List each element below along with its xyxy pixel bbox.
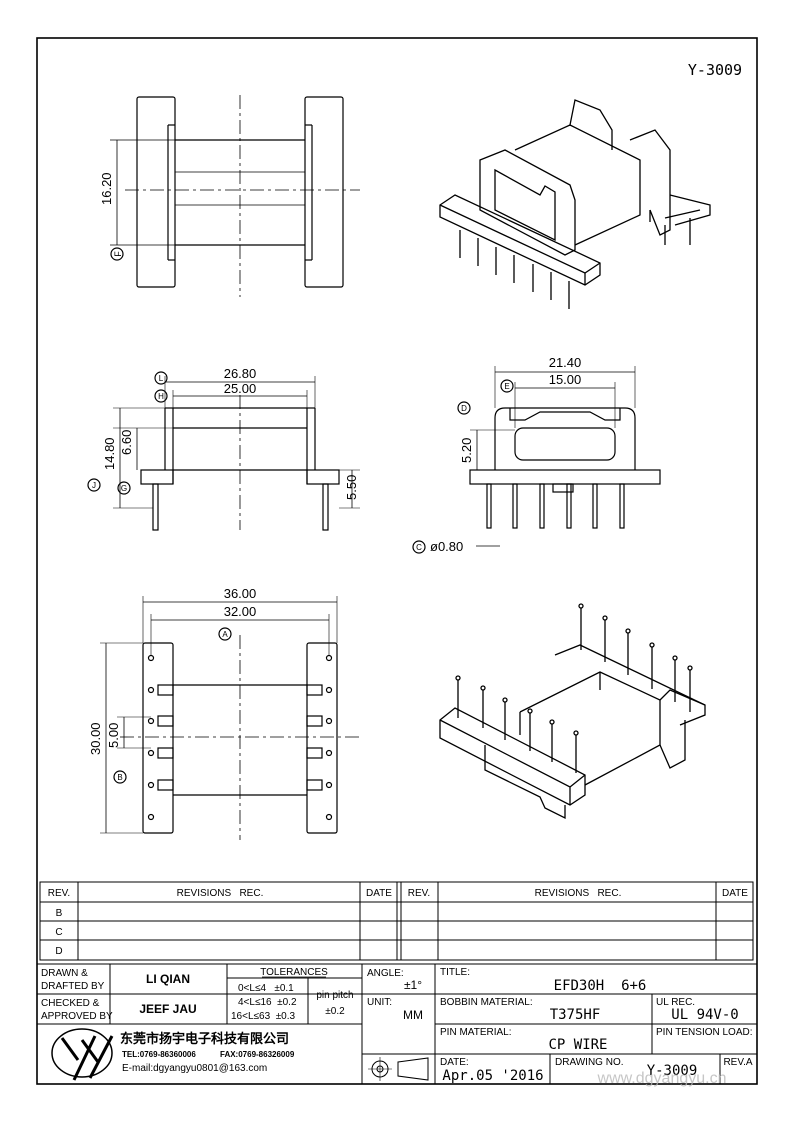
side-view — [412, 366, 661, 554]
callout-f-circle — [110, 247, 124, 261]
title-label: TITLE: — [440, 967, 470, 978]
company-email: E-mail:dgyangyu0801@163.com — [122, 1063, 267, 1074]
callout-c: C — [416, 543, 422, 552]
callout-h: H — [158, 392, 164, 401]
date-header-left: DATE — [366, 888, 392, 899]
date-label: DATE: — [440, 1057, 469, 1068]
bobbin-material-label: BOBBIN MATERIAL: — [440, 997, 533, 1008]
isometric-view-bottom — [439, 603, 706, 820]
company-name: 东莞市扬宇电子科技有限公司 — [120, 1031, 289, 1046]
drawing-no-value: Y-3009 — [647, 1063, 698, 1079]
checked-label-1: CHECKED & — [41, 998, 100, 1009]
company-logo-icon — [51, 1028, 114, 1081]
dim-26-80: 26.80 — [224, 366, 257, 381]
rev-row-c: C — [55, 927, 62, 938]
unit-value: MM — [403, 1008, 423, 1022]
rec-header-left: REVISIONS REC. — [177, 888, 264, 899]
callout-j: J — [92, 481, 96, 490]
dim-14-80: 14.80 — [102, 437, 117, 470]
projection-symbol-icon — [368, 1057, 429, 1081]
pin-material-value: CP WIRE — [548, 1037, 607, 1053]
dim-5-50: 5.50 — [344, 475, 359, 500]
callout-b: B — [117, 773, 122, 782]
unit-label: UNIT: — [367, 997, 392, 1008]
date-header-right: DATE — [722, 888, 748, 899]
angle-value: ±1° — [404, 978, 422, 992]
isometric-view-top — [439, 99, 711, 309]
pin-tension-label: PIN TENSION LOAD: — [656, 1027, 753, 1038]
drawing-no-label: DRAWING NO. — [555, 1057, 624, 1068]
dim-15-00: 15.00 — [549, 372, 582, 387]
dim-25-00: 25.00 — [224, 381, 257, 396]
pin-pitch-label: pin pitch — [316, 990, 353, 1001]
company-tel: TEL:0769-86360006 — [122, 1050, 196, 1059]
front-view — [87, 371, 360, 531]
dim-6-60: 6.60 — [119, 430, 134, 455]
callout-l: L — [159, 374, 164, 383]
bobbin-material-value: T375HF — [550, 1007, 601, 1023]
rec-header-right: REVISIONS REC. — [535, 888, 622, 899]
title-value: EFD30H 6+6 — [554, 978, 647, 994]
drawn-label-1: DRAWN & — [41, 968, 88, 979]
ul-rec-value: UL 94V-0 — [671, 1007, 738, 1023]
dim-21-40: 21.40 — [549, 355, 582, 370]
ul-rec-label: UL REC. — [656, 997, 695, 1008]
checked-label-2: APPROVED BY — [41, 1011, 113, 1022]
watermark: www.dgyangyu.cn — [597, 1070, 727, 1087]
callout-f: F — [113, 251, 123, 257]
rev-header-right: REV. — [408, 888, 430, 899]
tolerances-title: TOLERANCES — [260, 967, 328, 978]
angle-label: ANGLE: — [367, 968, 404, 979]
pin-pitch-value: ±0.2 — [325, 1006, 345, 1017]
tolerance-row-2: 4<L≤16 ±0.2 — [238, 997, 297, 1008]
dim-5-20: 5.20 — [459, 438, 474, 463]
checked-by: JEEF JAU — [139, 1002, 196, 1016]
dim-32-00: 32.00 — [224, 604, 257, 619]
top-view — [110, 95, 360, 297]
rev-row-d: D — [55, 946, 62, 957]
rev-header-left: REV. — [48, 888, 70, 899]
tolerance-row-3: 16<L≤63 ±0.3 — [231, 1011, 296, 1022]
dim-16-20: 16.20 — [99, 172, 114, 205]
drawn-by: LI QIAN — [146, 972, 190, 986]
title-block-grid — [36, 963, 758, 1085]
revisions-table — [39, 881, 754, 961]
callout-g: G — [121, 484, 127, 493]
callout-e: E — [504, 382, 509, 391]
dim-pin-diameter: ø0.80 — [430, 539, 463, 554]
rev-label: REV.A — [723, 1057, 752, 1068]
pin-material-label: PIN MATERIAL: — [440, 1027, 512, 1038]
callout-a: A — [222, 630, 228, 639]
tolerance-row-1: 0<L≤4 ±0.1 — [238, 983, 294, 994]
callout-d: D — [461, 404, 467, 413]
company-fax: FAX:0769-86326009 — [220, 1050, 295, 1059]
dim-30-00: 30.00 — [88, 722, 103, 755]
drawing-number-top: Y-3009 — [688, 61, 742, 79]
date-value: Apr.05 '2016 — [442, 1068, 543, 1084]
dim-5-00: 5.00 — [106, 723, 121, 748]
drawn-label-2: DRAFTED BY — [41, 981, 105, 992]
rev-row-b: B — [56, 908, 63, 919]
dim-36-00: 36.00 — [224, 586, 257, 601]
bottom-view — [100, 596, 360, 840]
